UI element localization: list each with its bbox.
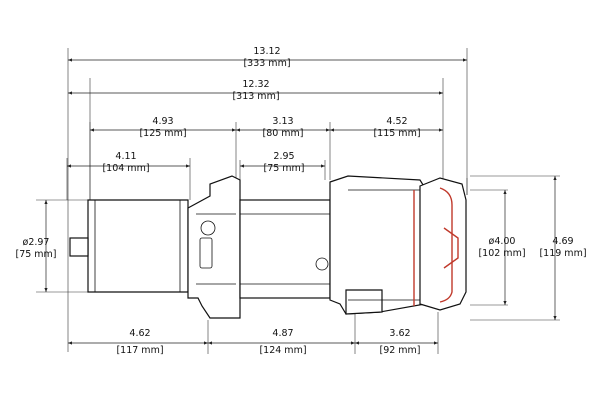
dim-overall-length: 13.12 [253,46,280,57]
dim-gearbox-diameter-mm: [102 mm] [478,248,525,259]
dim-motor-to-support: 4.93 [152,116,173,127]
dim-overall-height-mm: [119 mm] [539,248,586,259]
dim-overall-length-mm: [333 mm] [243,58,290,69]
dim-drum-span-mm: [80 mm] [262,128,303,139]
dim-gearbox-length: 4.52 [386,116,407,127]
dimension-lines [44,58,557,345]
dim-bottom-right-mm: [92 mm] [379,345,420,356]
dim-motor-length: 4.11 [115,151,136,162]
dim-drum-span: 3.13 [272,116,293,127]
dimension-labels: 13.12 [333 mm] 12.32 [313 mm] 4.93 [125 … [15,46,586,356]
dim-bottom-mid-mm: [124 mm] [259,345,306,356]
dim-motor-to-support-mm: [125 mm] [139,128,186,139]
dim-overall-height: 4.69 [552,236,573,247]
dim-length-less-end-mm: [313 mm] [232,91,279,102]
dim-bottom-left: 4.62 [129,328,150,339]
dim-bottom-right: 3.62 [389,328,410,339]
dim-motor-length-mm: [104 mm] [102,163,149,174]
dim-length-less-end: 12.32 [242,79,269,90]
dim-gearbox-length-mm: [115 mm] [373,128,420,139]
dim-drum-width: 2.95 [273,151,294,162]
dim-motor-diameter-mm: [75 mm] [15,249,56,260]
winch-body [69,175,467,319]
dim-bottom-mid: 4.87 [272,328,293,339]
dim-drum-width-mm: [75 mm] [263,163,304,174]
dim-bottom-left-mm: [117 mm] [116,345,163,356]
dim-gearbox-diameter: ø4.00 [489,236,516,247]
dim-motor-diameter: ø2.97 [23,237,50,248]
